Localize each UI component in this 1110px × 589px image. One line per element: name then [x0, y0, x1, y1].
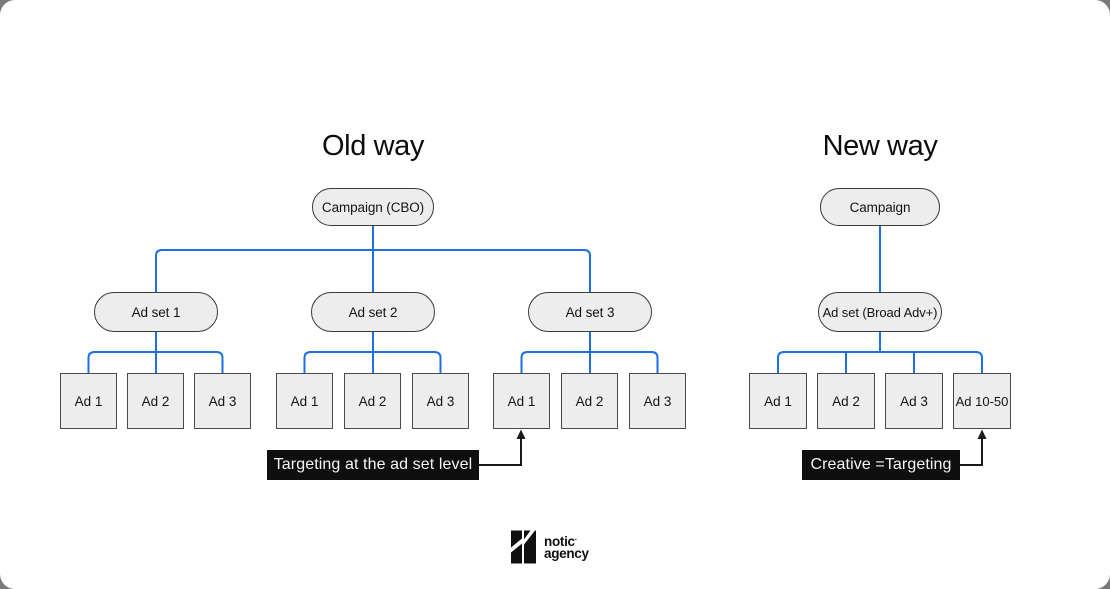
node-new-ad2: Ad 2 — [817, 373, 875, 429]
node-adset1-ad3: Ad 3 — [194, 373, 251, 429]
arrowhead-right — [977, 429, 987, 439]
callout-targeting: Targeting at the ad set level — [267, 450, 479, 480]
connector-adset2-rail — [303, 351, 442, 373]
logo-word-notic: notic — [544, 533, 575, 549]
old-way-title: Old way — [322, 130, 424, 162]
node-adset3-ad2: Ad 2 — [561, 373, 618, 429]
node-adset-1: Ad set 1 — [94, 292, 218, 332]
connector-campaign-rail — [155, 249, 591, 292]
node-adset-broad-adv: Ad set (Broad Adv+) — [818, 292, 942, 332]
node-adset2-ad3: Ad 3 — [412, 373, 469, 429]
node-campaign-new: Campaign — [820, 188, 940, 226]
notic-agency-logo: notic· agency — [508, 530, 589, 564]
node-adset2-ad1: Ad 1 — [276, 373, 333, 429]
node-new-ad10-50: Ad 10-50 — [953, 373, 1011, 429]
node-new-ad3: Ad 3 — [885, 373, 943, 429]
arrowhead-left — [516, 429, 526, 439]
node-campaign-cbo: Campaign (CBO) — [312, 188, 434, 226]
node-adset2-ad2: Ad 2 — [344, 373, 401, 429]
notic-logo-wordmark: notic· agency — [544, 534, 589, 561]
node-adset1-ad2: Ad 2 — [127, 373, 184, 429]
logo-line-1: notic· — [544, 534, 589, 549]
logo-line-2: agency — [544, 546, 589, 561]
connector-adset1-rail — [87, 351, 224, 373]
node-new-ad1: Ad 1 — [749, 373, 807, 429]
callout-creative-targeting: Creative =Targeting — [802, 450, 960, 480]
callout-arrow-left — [479, 438, 522, 466]
node-adset-3: Ad set 3 — [528, 292, 652, 332]
node-adset1-ad1: Ad 1 — [60, 373, 117, 429]
new-way-title: New way — [822, 130, 938, 162]
callout-arrowheads — [516, 429, 987, 439]
logo-trademark-dot: · — [574, 534, 578, 544]
callout-arrow-right — [960, 438, 983, 466]
notic-logo-mark-icon — [511, 530, 536, 564]
connector-newadset-rail — [777, 351, 983, 373]
node-adset3-ad1: Ad 1 — [493, 373, 550, 429]
connector-adset3-rail — [520, 351, 659, 373]
node-adset3-ad3: Ad 3 — [629, 373, 686, 429]
node-adset-2: Ad set 2 — [311, 292, 435, 332]
